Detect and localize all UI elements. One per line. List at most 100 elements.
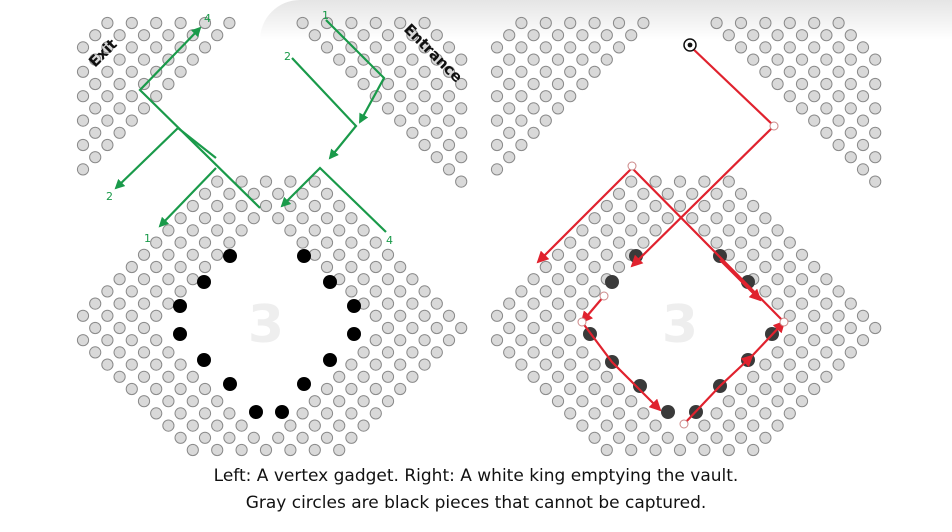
gray-piece xyxy=(308,443,321,457)
gray-piece xyxy=(747,395,760,408)
gray-piece xyxy=(186,419,199,432)
gray-piece xyxy=(734,431,748,444)
gray-piece xyxy=(551,29,565,42)
gray-piece xyxy=(125,260,138,274)
gray-piece xyxy=(113,321,126,335)
gray-piece xyxy=(284,443,297,457)
gray-piece xyxy=(150,407,163,420)
arrow-out-2 xyxy=(114,126,217,190)
gray-piece xyxy=(722,419,735,432)
gray-piece xyxy=(588,431,601,444)
gray-piece xyxy=(783,309,796,322)
gray-piece xyxy=(89,29,102,42)
gray-piece xyxy=(455,151,468,164)
caption-line-1: Left: A vertex gadget. Right: A white ki… xyxy=(213,466,739,486)
gray-piece xyxy=(539,260,552,274)
gray-piece xyxy=(369,260,382,274)
gray-piece xyxy=(455,175,468,188)
gray-piece xyxy=(820,77,833,91)
gray-piece xyxy=(625,175,638,188)
gray-piece xyxy=(612,212,626,225)
gray-piece xyxy=(333,29,346,42)
gray-piece xyxy=(832,114,845,127)
gray-piece xyxy=(869,175,882,188)
gray-piece xyxy=(820,321,833,335)
gray-piece xyxy=(211,419,224,432)
gray-piece xyxy=(771,370,784,383)
gray-piece xyxy=(418,358,431,371)
gray-piece xyxy=(759,358,772,371)
gray-piece xyxy=(515,334,528,347)
gray-piece xyxy=(345,212,358,225)
gray-piece xyxy=(186,53,199,66)
gray-piece xyxy=(734,236,748,249)
gray-piece xyxy=(162,224,175,237)
gray-piece xyxy=(869,151,882,164)
gray-piece xyxy=(515,16,528,30)
gray-piece xyxy=(795,53,809,66)
gray-piece xyxy=(308,175,321,188)
gray-piece xyxy=(186,370,199,383)
gray-piece xyxy=(186,199,199,213)
arrow-out-4 xyxy=(138,26,261,209)
gray-piece xyxy=(576,395,589,408)
gray-piece xyxy=(503,321,516,335)
gray-piece xyxy=(345,41,358,54)
gray-piece xyxy=(76,41,90,54)
gray-piece xyxy=(125,41,138,54)
gray-piece xyxy=(490,65,504,78)
gray-piece xyxy=(101,334,114,347)
gray-piece xyxy=(869,321,882,335)
gray-piece xyxy=(89,102,102,115)
gray-piece xyxy=(808,382,821,396)
gray-piece xyxy=(649,199,662,213)
gray-piece xyxy=(844,151,857,164)
gray-piece xyxy=(820,102,833,115)
gray-piece xyxy=(357,224,370,237)
gray-piece xyxy=(125,358,138,371)
gray-piece xyxy=(564,236,577,249)
gray-piece xyxy=(369,285,382,298)
gray-piece xyxy=(820,346,833,359)
gray-piece xyxy=(211,224,224,237)
black-piece xyxy=(323,275,337,289)
waypoint xyxy=(627,161,637,171)
gray-piece xyxy=(345,236,358,249)
gray-piece xyxy=(844,297,857,310)
gray-piece xyxy=(795,395,809,408)
gray-piece xyxy=(113,29,126,42)
gray-piece xyxy=(832,41,845,54)
gray-piece xyxy=(333,443,346,457)
gray-piece xyxy=(490,114,504,127)
gray-piece xyxy=(150,382,163,396)
gray-piece xyxy=(89,297,102,310)
gray-piece xyxy=(844,29,857,42)
gray-piece xyxy=(308,224,321,237)
gray-piece xyxy=(125,114,138,127)
waypoint xyxy=(779,317,789,327)
gray-piece xyxy=(223,236,236,249)
gray-piece xyxy=(783,16,796,30)
gray-piece xyxy=(795,321,809,335)
gray-piece xyxy=(394,285,407,298)
gray-piece xyxy=(844,102,857,115)
gray-piece xyxy=(515,90,528,103)
gray-piece xyxy=(551,297,565,310)
gray-piece xyxy=(551,248,565,261)
gray-piece xyxy=(869,102,882,115)
arrow-number-in-2: 2 xyxy=(284,50,291,63)
gray-piece xyxy=(759,65,772,78)
gray-piece xyxy=(600,248,613,261)
gray-piece xyxy=(673,199,687,213)
gray-piece xyxy=(198,41,212,54)
gray-piece xyxy=(564,358,577,371)
gray-piece xyxy=(174,407,187,420)
gray-piece xyxy=(150,260,163,274)
gray-piece xyxy=(856,163,870,176)
gray-piece xyxy=(198,187,212,200)
gray-piece xyxy=(637,236,650,249)
gray-piece xyxy=(527,273,540,286)
gray-piece xyxy=(808,285,821,298)
gray-piece xyxy=(564,407,577,420)
gray-piece xyxy=(551,395,565,408)
